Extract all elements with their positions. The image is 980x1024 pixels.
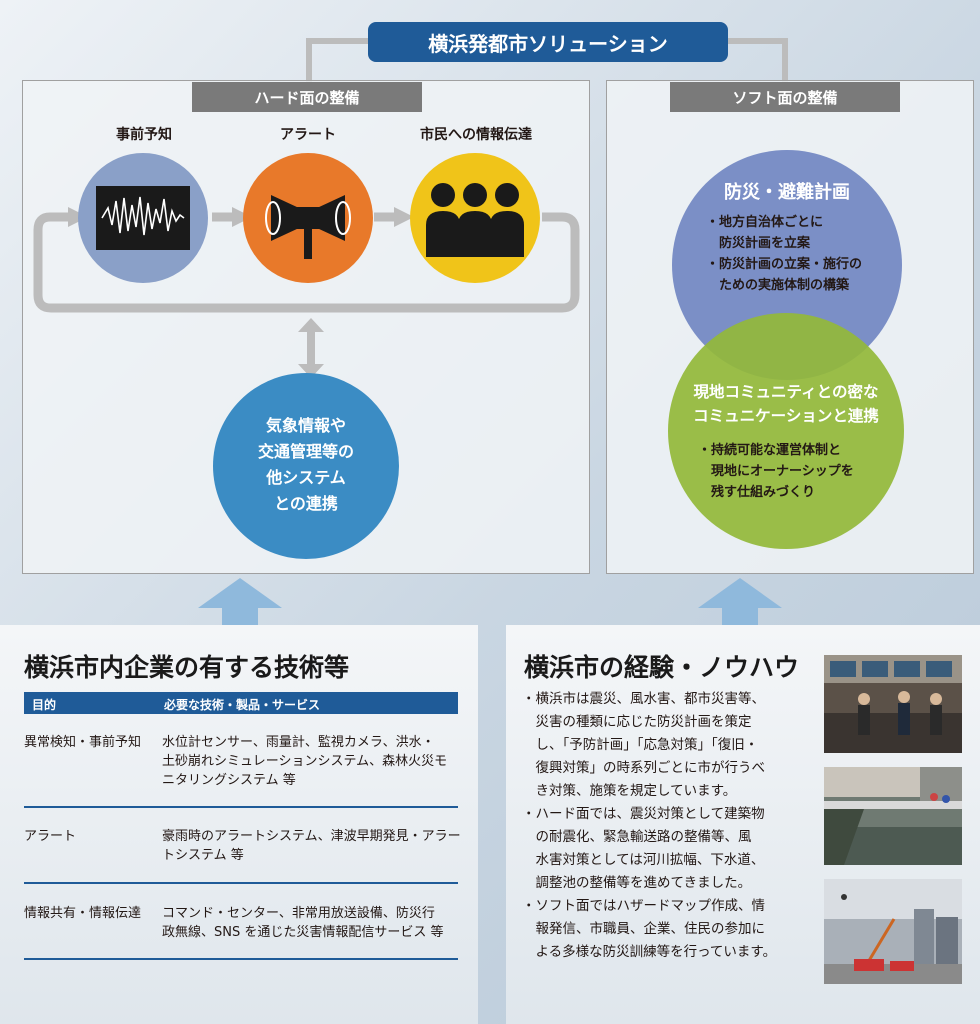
experience-line: 調整池の整備等を進めてきました。 [522, 872, 776, 895]
plan-bullet-line: ための実施体制の構築 [706, 275, 862, 296]
hard-panel-heading: ハード面の整備 [192, 82, 422, 112]
community-bullet-line: 現地にオーナーシップを [698, 461, 854, 482]
system-link-bubble: 気象情報や 交通管理等の 他システム との連携 [213, 373, 399, 559]
stage-label-notification: 市民への情報伝達 [396, 124, 556, 144]
table-rule [24, 958, 458, 960]
community-circle [668, 313, 904, 549]
table-row-tech: コマンド・センター、非常用放送設備、防災行 政無線、SNS を通じた災害情報配信… [162, 904, 444, 942]
experience-line: ・横浜市は震災、風水害、都市災害等、 [522, 688, 776, 711]
col-purpose-header: 目的 [32, 696, 56, 713]
system-link-line: 交通管理等の [213, 439, 399, 465]
control-room-photo [824, 655, 962, 753]
tech-table-header: 目的 必要な技術・製品・サービス [24, 692, 458, 714]
plan-bullet-line: 防災計画を立案 [706, 233, 862, 254]
stage-label-alert: アラート [228, 124, 388, 144]
community-title: 現地コミュニティとの密な コミュニケーションと連携 [668, 380, 904, 428]
system-link-line: 気象情報や [213, 413, 399, 439]
community-bullet-line: 残す仕組みづくり [698, 482, 854, 503]
tech-line: トシステム 等 [162, 846, 461, 865]
table-row-tech: 水位計センサー、雨量計、監視カメラ、洪水・ 土砂崩れシミュレーションシステム、森… [162, 733, 447, 790]
plan-title: 防災・避難計画 [672, 178, 902, 204]
stage-label-prediction: 事前予知 [64, 124, 224, 144]
soft-panel-heading: ソフト面の整備 [670, 82, 900, 112]
notification-circle [410, 153, 540, 283]
people-icon [410, 153, 540, 283]
community-bullet-line: ・持続可能な運営体制と [698, 440, 854, 461]
system-link-line: との連携 [213, 491, 399, 517]
tech-section-title: 横浜市内企業の有する技術等 [24, 648, 349, 684]
tech-section [0, 625, 478, 1024]
experience-line: 復興対策」の時系列ごとに市が行うべ [522, 757, 776, 780]
tech-line: コマンド・センター、非常用放送設備、防災行 [162, 904, 444, 923]
megaphone-icon [243, 153, 373, 283]
experience-section-title: 横浜市の経験・ノウハウ [524, 648, 799, 684]
experience-line: ・ハード面では、震災対策として建築物 [522, 803, 776, 826]
community-title-line: コミュニケーションと連携 [668, 404, 904, 428]
community-bullets: ・持続可能な運営体制と 現地にオーナーシップを 残す仕組みづくり [698, 440, 854, 503]
experience-line: 水害対策としては河川拡幅、下水道、 [522, 849, 776, 872]
table-row-purpose: 情報共有・情報伝達 [24, 904, 141, 923]
tech-line: ニタリングシステム 等 [162, 771, 447, 790]
prediction-circle [78, 153, 208, 283]
community-title-line: 現地コミュニティとの密な [668, 380, 904, 404]
seismograph-icon [78, 153, 208, 283]
experience-line: し、「予防計画」「応急対策」「復旧・ [522, 734, 776, 757]
plan-bullet-line: ・地方自治体ごとに [706, 212, 862, 233]
tech-line: 水位計センサー、雨量計、監視カメラ、洪水・ [162, 733, 447, 752]
experience-line: 災害の種類に応じた防災計画を策定 [522, 711, 776, 734]
plan-bullets: ・地方自治体ごとに 防災計画を立案 ・防災計画の立案・施行の ための実施体制の構… [706, 212, 862, 296]
two-way-arrow [296, 318, 326, 378]
experience-line: き対策、施策を規定しています。 [522, 780, 776, 803]
alert-circle [243, 153, 373, 283]
experience-line: 報発信、市職員、企業、住民の参加に [522, 918, 776, 941]
experience-line: よる多様な防災訓練等を行っています。 [522, 941, 776, 964]
system-link-line: 他システム [213, 465, 399, 491]
table-row-purpose: アラート [24, 827, 76, 846]
tech-line: 政無線、SNS を通じた災害情報配信サービス 等 [162, 923, 444, 942]
table-row-purpose: 異常検知・事前予知 [24, 733, 141, 752]
table-row-tech: 豪雨時のアラートシステム、津波早期発見・アラー トシステム 等 [162, 827, 461, 865]
table-rule [24, 806, 458, 808]
experience-line: ・ソフト面ではハザードマップ作成、情 [522, 895, 776, 918]
page-title: 横浜発都市ソリューション [368, 22, 728, 62]
col-tech-header: 必要な技術・製品・サービス [164, 696, 320, 713]
disaster-drill-photo [824, 879, 962, 984]
tech-line: 豪雨時のアラートシステム、津波早期発見・アラー [162, 827, 461, 846]
experience-line: の耐震化、緊急輸送路の整備等、風 [522, 826, 776, 849]
experience-text: ・横浜市は震災、風水害、都市災害等、 災害の種類に応じた防災計画を策定 し、「予… [522, 688, 776, 964]
plan-bullet-line: ・防災計画の立案・施行の [706, 254, 862, 275]
table-rule [24, 882, 458, 884]
river-bridge-photo [824, 767, 962, 865]
tech-line: 土砂崩れシミュレーションシステム、森林火災モ [162, 752, 447, 771]
